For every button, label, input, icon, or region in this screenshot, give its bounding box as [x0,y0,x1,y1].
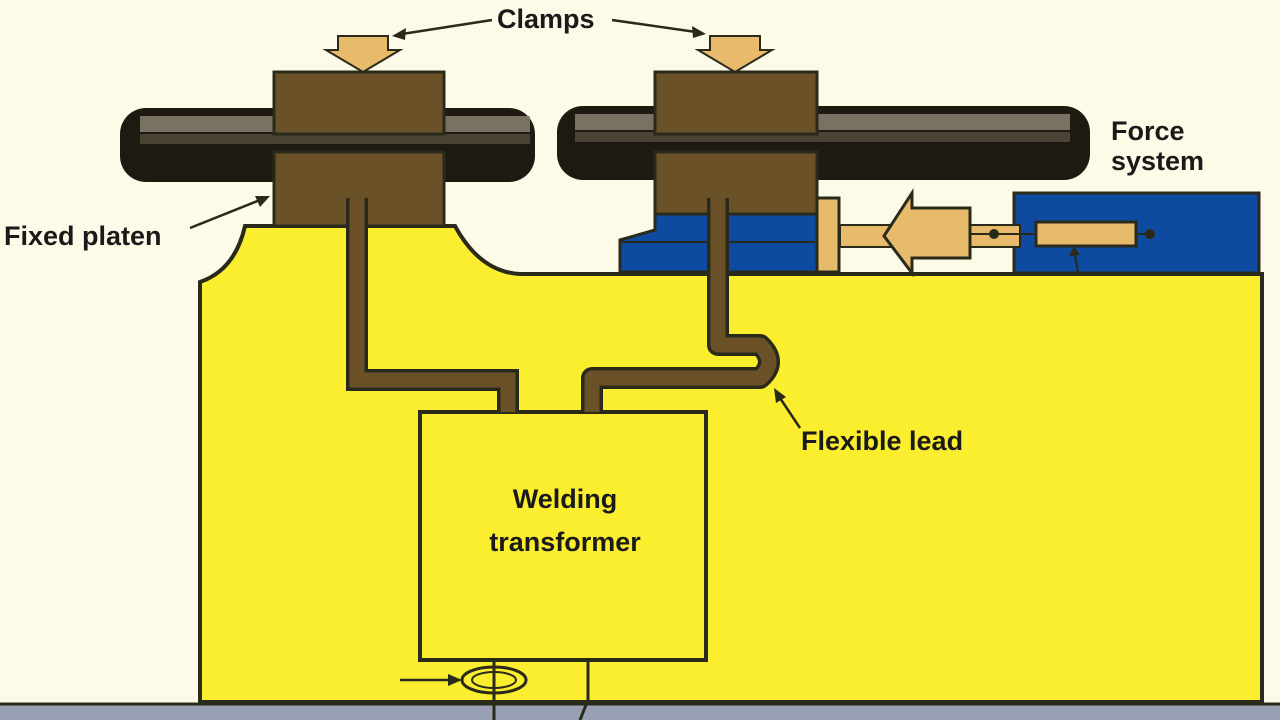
force-system-label-line2: system [1111,145,1205,176]
clamps-leader-right [611,18,706,38]
welding-transformer [418,410,708,662]
floor [0,704,1280,720]
welding-transformer-label-line1: Welding [512,484,618,514]
flexible-lead-leader [774,388,802,429]
welding-transformer-label: Welding transformer [420,478,710,564]
clamp-arrow-right [694,35,776,74]
force-system [839,187,1261,278]
force-arrow [882,187,972,278]
force-system-label-line1: Force [1111,116,1185,146]
fixed-platen-leader [189,196,270,230]
clamps-leader-left [392,18,493,40]
workpiece-right [557,106,1090,180]
welding-transformer-label-line2: transformer [489,527,641,558]
force-system-label: Force system [1111,116,1205,176]
fixed-platen-label: Fixed platen [4,221,162,251]
flexible-lead-label: Flexible lead [801,426,964,456]
power-input [400,660,590,720]
clamps-label: Clamps [497,4,595,34]
clamp-arrow-left [322,35,404,74]
